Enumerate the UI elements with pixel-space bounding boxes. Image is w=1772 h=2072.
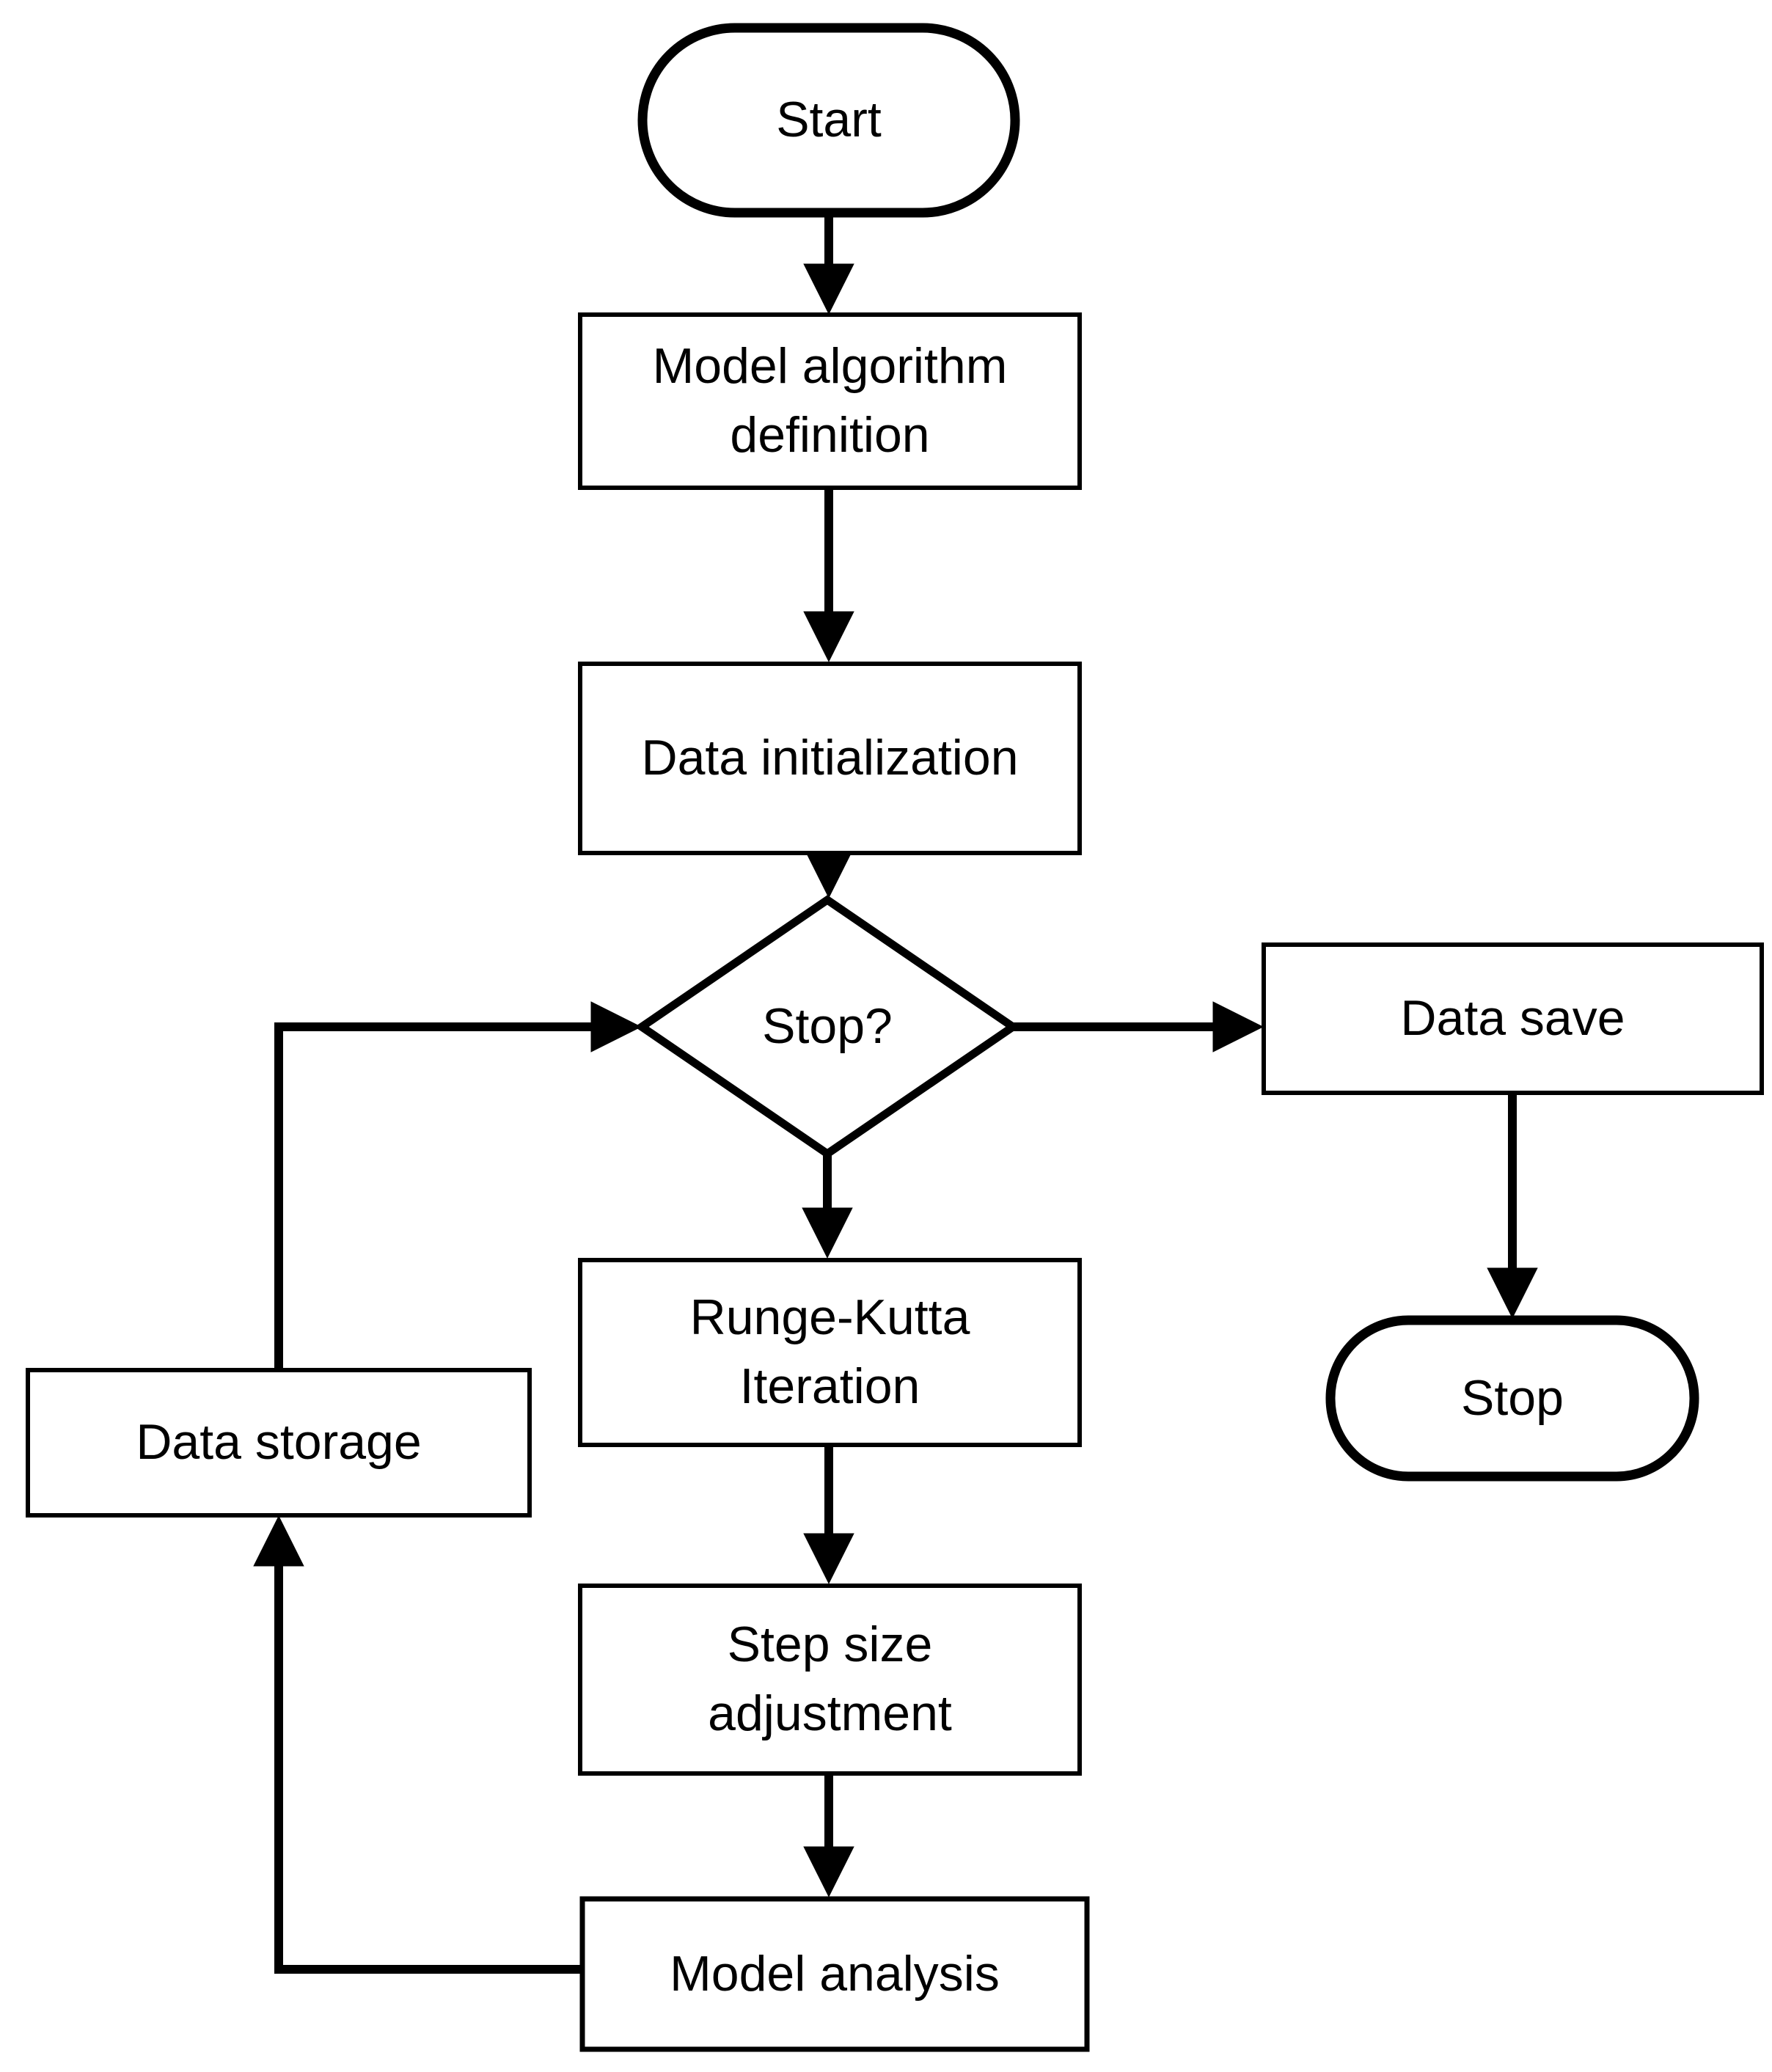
node-data-storage-shape [26, 1368, 532, 1518]
node-model-algorithm-definition-shape [578, 312, 1082, 490]
edge-data-storage-to-stop-decision [274, 1001, 642, 1370]
node-start-shape [637, 23, 1020, 218]
node-data-initialization-shape [578, 662, 1082, 855]
edge-model-analysis-to-data-storage [253, 1515, 582, 1974]
node-model-analysis-shape [579, 1896, 1090, 2052]
edges-layer [253, 214, 1538, 1974]
node-data-save-shape [1262, 942, 1764, 1095]
node-stop-decision-shape [634, 895, 1020, 1159]
node-stop-shape [1325, 1315, 1699, 1482]
nodes-layer [26, 23, 1764, 2052]
node-step-size-adjustment-shape [578, 1584, 1082, 1776]
node-runge-kutta-iteration-shape [578, 1258, 1082, 1447]
